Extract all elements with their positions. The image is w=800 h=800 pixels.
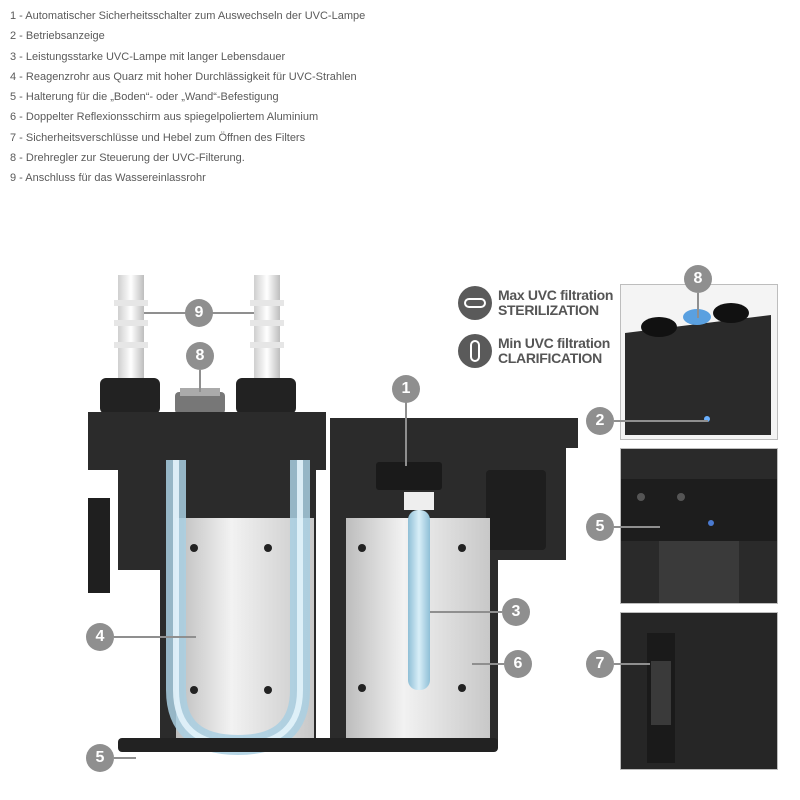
legend-item-4: 4 - Reagenzrohr aus Quarz mit hoher Durc… — [10, 70, 357, 83]
legend-item-2: 2 - Betriebsanzeige — [10, 30, 105, 43]
detail-panel-bottom — [620, 612, 778, 770]
uvc-lamp — [404, 492, 434, 690]
detail-panel-top — [620, 284, 778, 440]
callout-badge-8: 8 — [186, 342, 214, 370]
mode-min-uvc: Min UVC filtration CLARIFICATION — [458, 334, 610, 368]
feature-legend: 1 - Automatischer Sicherheitsschalter zu… — [10, 6, 530, 189]
callout-badge-4: 4 — [86, 623, 114, 651]
inlet-hose-left — [114, 275, 148, 380]
callout-badge-1: 1 — [392, 375, 420, 403]
callout-badge-7: 7 — [586, 650, 614, 678]
legend-item-8: 8 - Drehregler zur Steuerung der UVC-Fil… — [10, 152, 245, 165]
legend-item-7: 7 - Sicherheitsverschlüsse und Hebel zum… — [10, 131, 306, 144]
mode-min-line1: Min UVC filtration — [498, 335, 611, 351]
mode-min-line2: CLARIFICATION — [498, 350, 602, 366]
callout-badge-8-detail: 8 — [684, 265, 712, 293]
legend-item-6: 6 - Doppelter Reflexionsschirm aus spieg… — [10, 111, 319, 124]
clarification-icon — [458, 334, 492, 368]
callout-badge-3: 3 — [502, 598, 530, 626]
legend-item-1: 1 - Automatischer Sicherheitsschalter zu… — [10, 10, 366, 22]
mode-max-uvc: Max UVC filtration STERILIZATION — [458, 286, 613, 320]
callout-badge-2: 2 — [586, 407, 614, 435]
mode-max-line2: STERILIZATION — [498, 302, 599, 318]
inlet-hose-right — [250, 275, 284, 380]
mode-max-line1: Max UVC filtration — [498, 287, 614, 303]
legend-item-3: 3 - Leistungsstarke UVC-Lampe mit langer… — [10, 50, 286, 63]
callout-badge-5: 5 — [86, 744, 114, 772]
callout-badge-9: 9 — [185, 299, 213, 327]
legend-item-9: 9 - Anschluss für das Wassereinlassrohr — [10, 172, 206, 185]
legend-item-5: 5 - Halterung für die „Boden“- oder „Wan… — [10, 91, 279, 104]
callout-badge-6: 6 — [504, 650, 532, 678]
callout-badge-5-detail: 5 — [586, 513, 614, 541]
sterilization-icon — [458, 286, 492, 320]
